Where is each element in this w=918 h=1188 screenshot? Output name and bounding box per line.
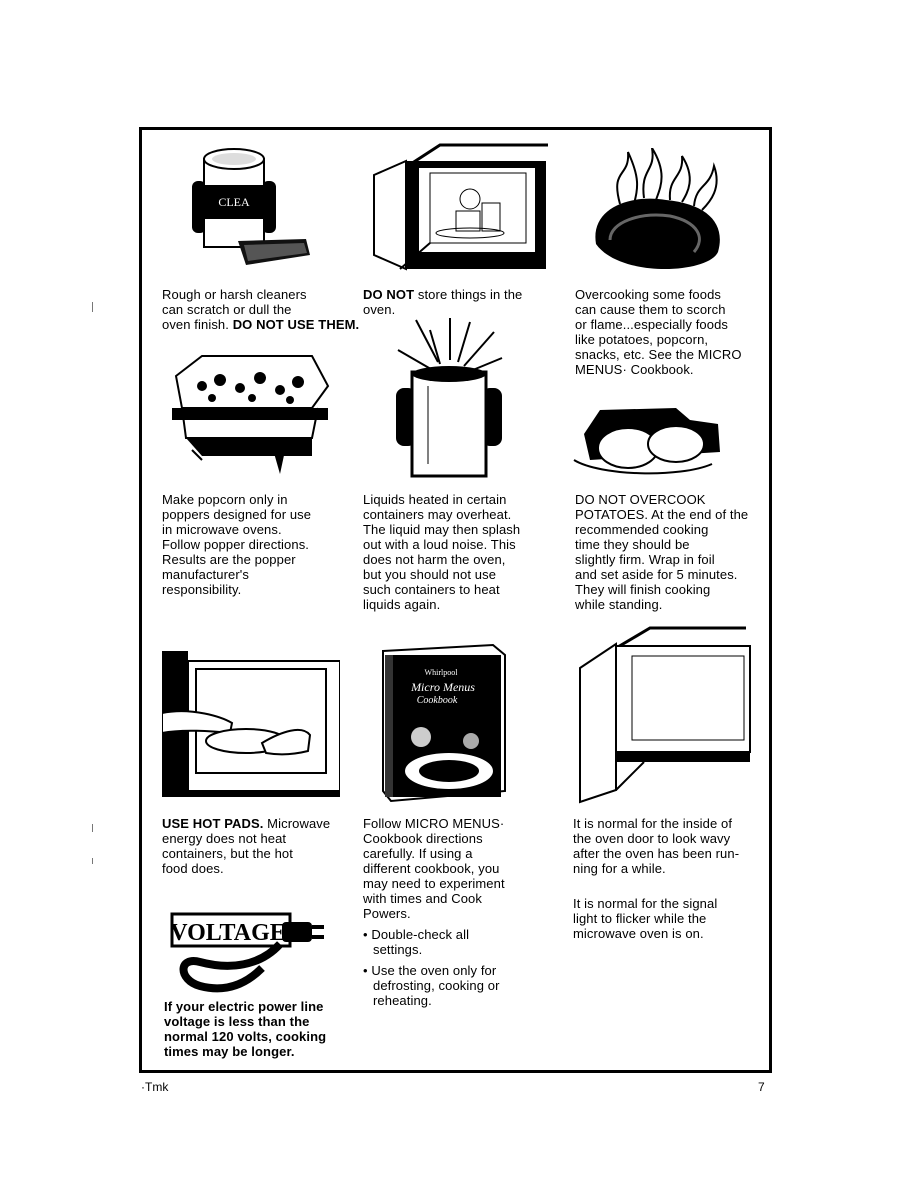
voltage-logo-text: VOLTAGE bbox=[170, 920, 286, 946]
stored-items-oven-illustration bbox=[373, 143, 548, 271]
page-frame bbox=[139, 127, 772, 1073]
store-text: DO NOT store things in the oven. bbox=[363, 287, 523, 317]
cleaners-line: Rough or harsh cleaners bbox=[162, 287, 307, 302]
splashing-liquid-illustration bbox=[396, 318, 503, 478]
cleaners-line: oven finish. DO NOT USE THEM. bbox=[162, 317, 360, 332]
bullet-item: • Use the oven only for bbox=[363, 963, 497, 978]
hot-pads-oven-illustration bbox=[162, 651, 340, 797]
scan-mark bbox=[92, 302, 93, 312]
overcook-foods-text: Overcooking some foods can cause them to… bbox=[575, 287, 742, 377]
cookbook-text: Follow MICRO MENUS· Cookbook directions … bbox=[363, 816, 553, 1008]
do-not-use-warning: DO NOT USE THEM. bbox=[232, 317, 360, 332]
use-hot-pads-heading: USE HOT PADS. bbox=[162, 816, 264, 831]
voltage-text: If your electric power line voltage is l… bbox=[164, 999, 327, 1059]
liquids-text: Liquids heated in certain containers may… bbox=[363, 492, 521, 612]
bullet-item: • Double-check all bbox=[363, 927, 470, 942]
signal-light-text: It is normal for the signal light to fli… bbox=[573, 896, 718, 941]
cookbook-title-1: Micro Menus bbox=[410, 680, 475, 694]
foil-potatoes-illustration bbox=[573, 408, 720, 475]
open-oven-door-illustration bbox=[579, 626, 751, 804]
cleaners-line: can scratch or dull the bbox=[162, 302, 292, 317]
cleaner-label-text: CLEA bbox=[218, 195, 250, 209]
do-not-warning: DO NOT bbox=[363, 287, 415, 302]
popcorn-popper-illustration bbox=[172, 355, 330, 474]
popcorn-text: Make popcorn only in poppers designed fo… bbox=[162, 492, 312, 597]
potatoes-text: DO NOT OVERCOOK POTATOES. At the end of … bbox=[575, 492, 749, 612]
scan-mark bbox=[92, 824, 93, 832]
trademark-note: ·Tmk bbox=[141, 1080, 169, 1094]
cookbook-brand: Whirlpool bbox=[425, 668, 459, 677]
cookbook-title-2: Cookbook bbox=[417, 695, 458, 706]
voltage-logo-illustration: VOLTAGE bbox=[170, 912, 324, 993]
flaming-food-illustration bbox=[595, 148, 720, 270]
scan-mark bbox=[92, 858, 93, 864]
cleaners-text: Rough or harsh cleaners can scratch or d… bbox=[162, 287, 362, 332]
hot-pads-text: USE HOT PADS. Microwave energy does not … bbox=[162, 816, 331, 876]
cleaner-can-illustration: CLEA bbox=[192, 148, 310, 265]
page-number: 7 bbox=[758, 1080, 765, 1094]
door-wavy-text: It is normal for the inside of the oven … bbox=[573, 816, 740, 876]
micro-menus-cookbook-illustration: Whirlpool Micro Menus Cookbook bbox=[382, 643, 506, 803]
